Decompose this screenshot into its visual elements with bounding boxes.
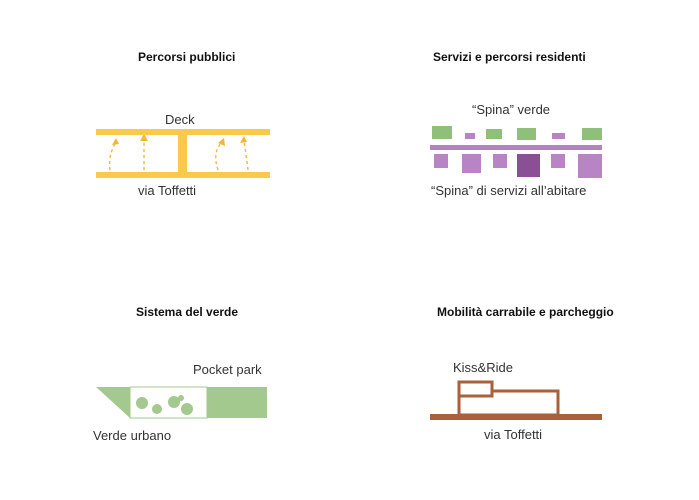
service-block-2 — [462, 154, 481, 173]
tree-5 — [178, 395, 184, 401]
tree-4 — [181, 403, 193, 415]
connector-2 — [552, 133, 565, 139]
service-block-3 — [493, 154, 507, 168]
arrowhead-3 — [218, 138, 225, 146]
green-block-2 — [486, 129, 502, 139]
kiss-ride-label: Kiss&Ride — [453, 360, 513, 375]
urban-green-label: Verde urbano — [93, 428, 172, 443]
mobility-street-label: via Toffetti — [484, 427, 543, 442]
service-block-1 — [434, 154, 448, 168]
green-block-3 — [517, 128, 536, 140]
tree-1 — [136, 397, 148, 409]
service-block-5 — [551, 154, 565, 168]
services-spine-label: “Spina” di servizi all’abitare — [431, 183, 587, 198]
public-paths-title: Percorsi pubblici — [138, 50, 236, 64]
green-block-1 — [432, 126, 452, 139]
tree-3 — [168, 396, 180, 408]
dashed-arrow-4 — [243, 139, 249, 171]
deck-support — [178, 129, 187, 178]
service-blocks — [434, 154, 602, 178]
connector-1 — [465, 133, 475, 139]
public-path-arrowheads — [112, 134, 247, 146]
tree-2 — [152, 404, 162, 414]
mobility-street-line — [430, 414, 602, 420]
green-spine-blocks — [432, 126, 602, 140]
arrowhead-1 — [112, 138, 119, 145]
pocket-park-label: Pocket park — [193, 362, 262, 377]
residents-title: Servizi e percorsi residenti — [433, 50, 586, 64]
service-connectors — [465, 133, 565, 139]
spine-line — [430, 145, 602, 150]
urban-green-wedge — [96, 387, 130, 418]
tree-circles — [136, 395, 193, 415]
kiss-ride-box — [457, 380, 494, 398]
pocket-park-block — [207, 387, 267, 418]
mobility-title: Mobilità carrabile e parcheggio — [437, 305, 614, 319]
public-street-label: via Toffetti — [138, 183, 197, 198]
green-system-title: Sistema del verde — [136, 305, 239, 319]
dashed-arrow-3 — [215, 141, 223, 171]
green-spine-label: “Spina” verde — [472, 102, 551, 117]
deck-label: Deck — [165, 112, 195, 127]
service-block-6 — [578, 154, 602, 178]
green-block-4 — [582, 128, 602, 140]
arrowhead-4 — [240, 136, 247, 143]
arrowhead-2 — [140, 134, 148, 141]
service-block-dark — [517, 154, 540, 177]
